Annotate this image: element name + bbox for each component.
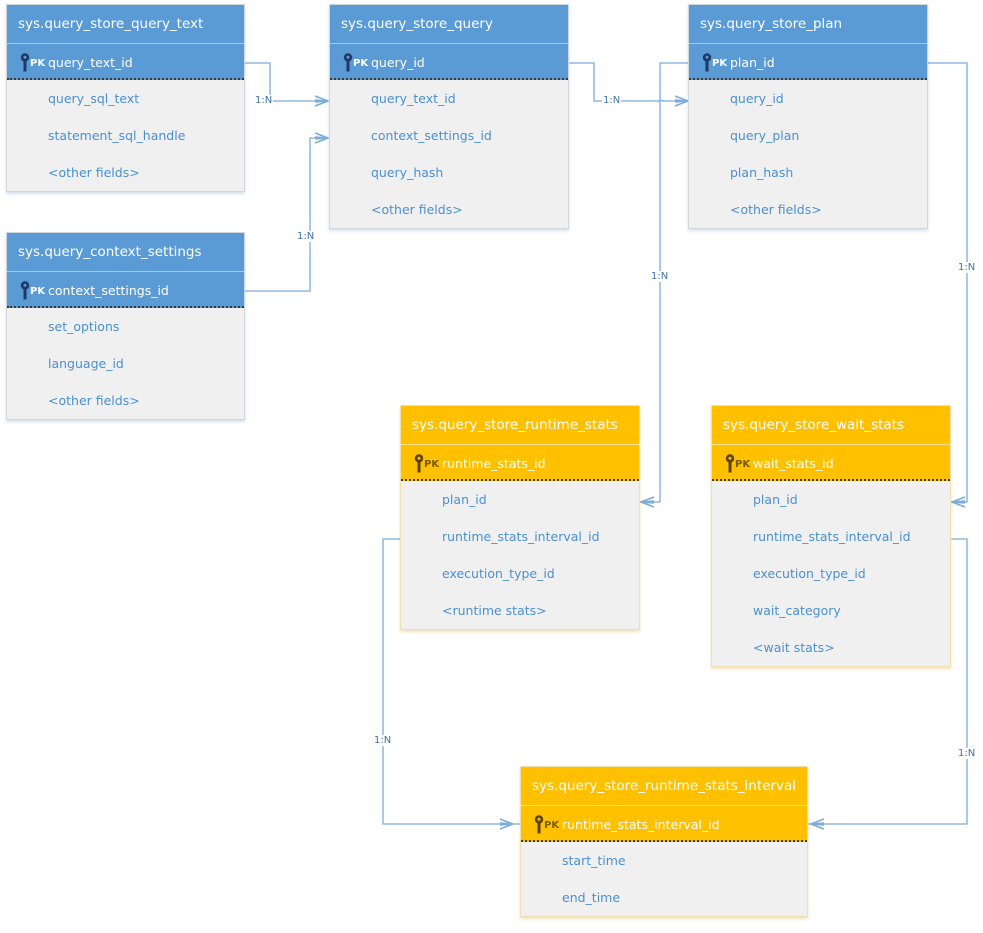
entity-field: <runtime stats> xyxy=(442,603,547,618)
pk-field-name: context_settings_id xyxy=(48,283,169,298)
entity-fields: query_id query_plan plan_hash <other fie… xyxy=(689,80,927,228)
entity-field: <other fields> xyxy=(48,165,140,180)
connector-r2 xyxy=(244,137,321,292)
relationship-label-r6: 1:N xyxy=(373,735,393,746)
primary-key-icon xyxy=(702,53,712,72)
primary-key-icon xyxy=(414,454,424,473)
entity-field: runtime_stats_interval_id xyxy=(753,529,911,544)
entity-pk-row[interactable]: PK query_text_id xyxy=(7,43,244,80)
relationship-label-r4: 1:N xyxy=(650,271,670,282)
entity-field: statement_sql_handle xyxy=(48,128,186,143)
entity-field: wait_category xyxy=(753,603,841,618)
pk-tag: PK xyxy=(353,58,369,69)
entity-title: sys.query_store_query xyxy=(330,5,568,43)
entity-field: execution_type_id xyxy=(442,566,555,581)
pk-tag: PK xyxy=(30,286,46,297)
connector-r3-a xyxy=(569,62,660,102)
entity-query-store-runtime-stats-interval[interactable]: sys.query_store_runtime_stats_interval P… xyxy=(520,766,808,917)
entity-fields: query_sql_text statement_sql_handle <oth… xyxy=(7,80,244,191)
entity-title: sys.query_store_wait_stats xyxy=(712,406,950,444)
entity-fields: start_time end_time xyxy=(521,842,807,916)
entity-query-store-runtime-stats[interactable]: sys.query_store_runtime_stats PK runtime… xyxy=(400,405,640,630)
entity-field: <other fields> xyxy=(730,202,822,217)
entity-title: sys.query_store_query_text xyxy=(7,5,244,43)
entity-fields: set_options language_id <other fields> xyxy=(7,308,244,419)
entity-field: query_sql_text xyxy=(48,91,140,106)
entity-field: plan_id xyxy=(753,492,798,507)
connector-r6 xyxy=(382,538,521,825)
connector-r1 xyxy=(244,62,321,102)
entity-query-store-query-text[interactable]: sys.query_store_query_text PK query_text… xyxy=(6,4,245,192)
entity-field: execution_type_id xyxy=(753,566,866,581)
relationship-label-r2: 1:N xyxy=(296,231,316,242)
entity-field: <wait stats> xyxy=(753,640,835,655)
entity-field: start_time xyxy=(562,853,626,868)
relationship-label-r5: 1:N xyxy=(957,262,977,273)
primary-key-icon xyxy=(725,454,735,473)
entity-field: query_text_id xyxy=(371,91,456,106)
pk-field-name: runtime_stats_interval_id xyxy=(562,817,720,832)
connector-r3-hop xyxy=(658,99,665,102)
pk-field-name: runtime_stats_id xyxy=(442,456,546,471)
primary-key-icon xyxy=(343,53,353,72)
relationship-label-r1: 1:N xyxy=(254,95,274,106)
pk-tag: PK xyxy=(30,58,46,69)
entity-pk-row[interactable]: PK wait_stats_id xyxy=(712,444,950,481)
entity-field: plan_id xyxy=(442,492,487,507)
relationship-label-r3: 1:N xyxy=(602,95,622,106)
primary-key-icon xyxy=(534,815,544,834)
pk-field-name: query_id xyxy=(371,55,425,70)
connector-r7 xyxy=(807,538,968,825)
entity-field: context_settings_id xyxy=(371,128,492,143)
entity-field: end_time xyxy=(562,890,621,905)
relationship-label-r7: 1:N xyxy=(957,748,977,759)
pk-tag: PK xyxy=(544,820,560,831)
primary-key-icon xyxy=(20,53,30,72)
pk-field-name: wait_stats_id xyxy=(753,456,834,471)
pk-field-name: plan_id xyxy=(730,55,775,70)
entity-pk-row[interactable]: PK query_id xyxy=(330,43,568,80)
entity-pk-row[interactable]: PK runtime_stats_id xyxy=(401,444,639,481)
entity-field: query_id xyxy=(730,91,784,106)
entity-field: <other fields> xyxy=(371,202,463,217)
pk-tag: PK xyxy=(712,58,728,69)
entity-field: language_id xyxy=(48,356,124,371)
entity-query-store-query[interactable]: sys.query_store_query PK query_id query_… xyxy=(329,4,569,229)
entity-field: runtime_stats_interval_id xyxy=(442,529,600,544)
entity-title: sys.query_store_plan xyxy=(689,5,927,43)
entity-pk-row[interactable]: PK context_settings_id xyxy=(7,271,244,308)
entity-pk-row[interactable]: PK plan_id xyxy=(689,43,927,80)
entity-fields: plan_id runtime_stats_interval_id execut… xyxy=(401,481,639,629)
entity-query-store-wait-stats[interactable]: sys.query_store_wait_stats PK wait_stats… xyxy=(711,405,951,667)
primary-key-icon xyxy=(20,281,30,300)
entity-field: <other fields> xyxy=(48,393,140,408)
entity-field: query_plan xyxy=(730,128,800,143)
entity-title: sys.query_store_runtime_stats_interval xyxy=(521,767,807,805)
entity-field: plan_hash xyxy=(730,165,794,180)
entity-query-context-settings[interactable]: sys.query_context_settings PK context_se… xyxy=(6,232,245,420)
pk-tag: PK xyxy=(424,459,440,470)
entity-field: set_options xyxy=(48,319,120,334)
entity-query-store-plan[interactable]: sys.query_store_plan PK plan_id query_id… xyxy=(688,4,928,229)
entity-title: sys.query_context_settings xyxy=(7,233,244,271)
entity-fields: query_text_id context_settings_id query_… xyxy=(330,80,568,228)
entity-field: query_hash xyxy=(371,165,444,180)
pk-field-name: query_text_id xyxy=(48,55,133,70)
entity-title: sys.query_store_runtime_stats xyxy=(401,406,639,444)
pk-tag: PK xyxy=(735,459,751,470)
entity-pk-row[interactable]: PK runtime_stats_interval_id xyxy=(521,805,807,842)
entity-fields: plan_id runtime_stats_interval_id execut… xyxy=(712,481,950,666)
